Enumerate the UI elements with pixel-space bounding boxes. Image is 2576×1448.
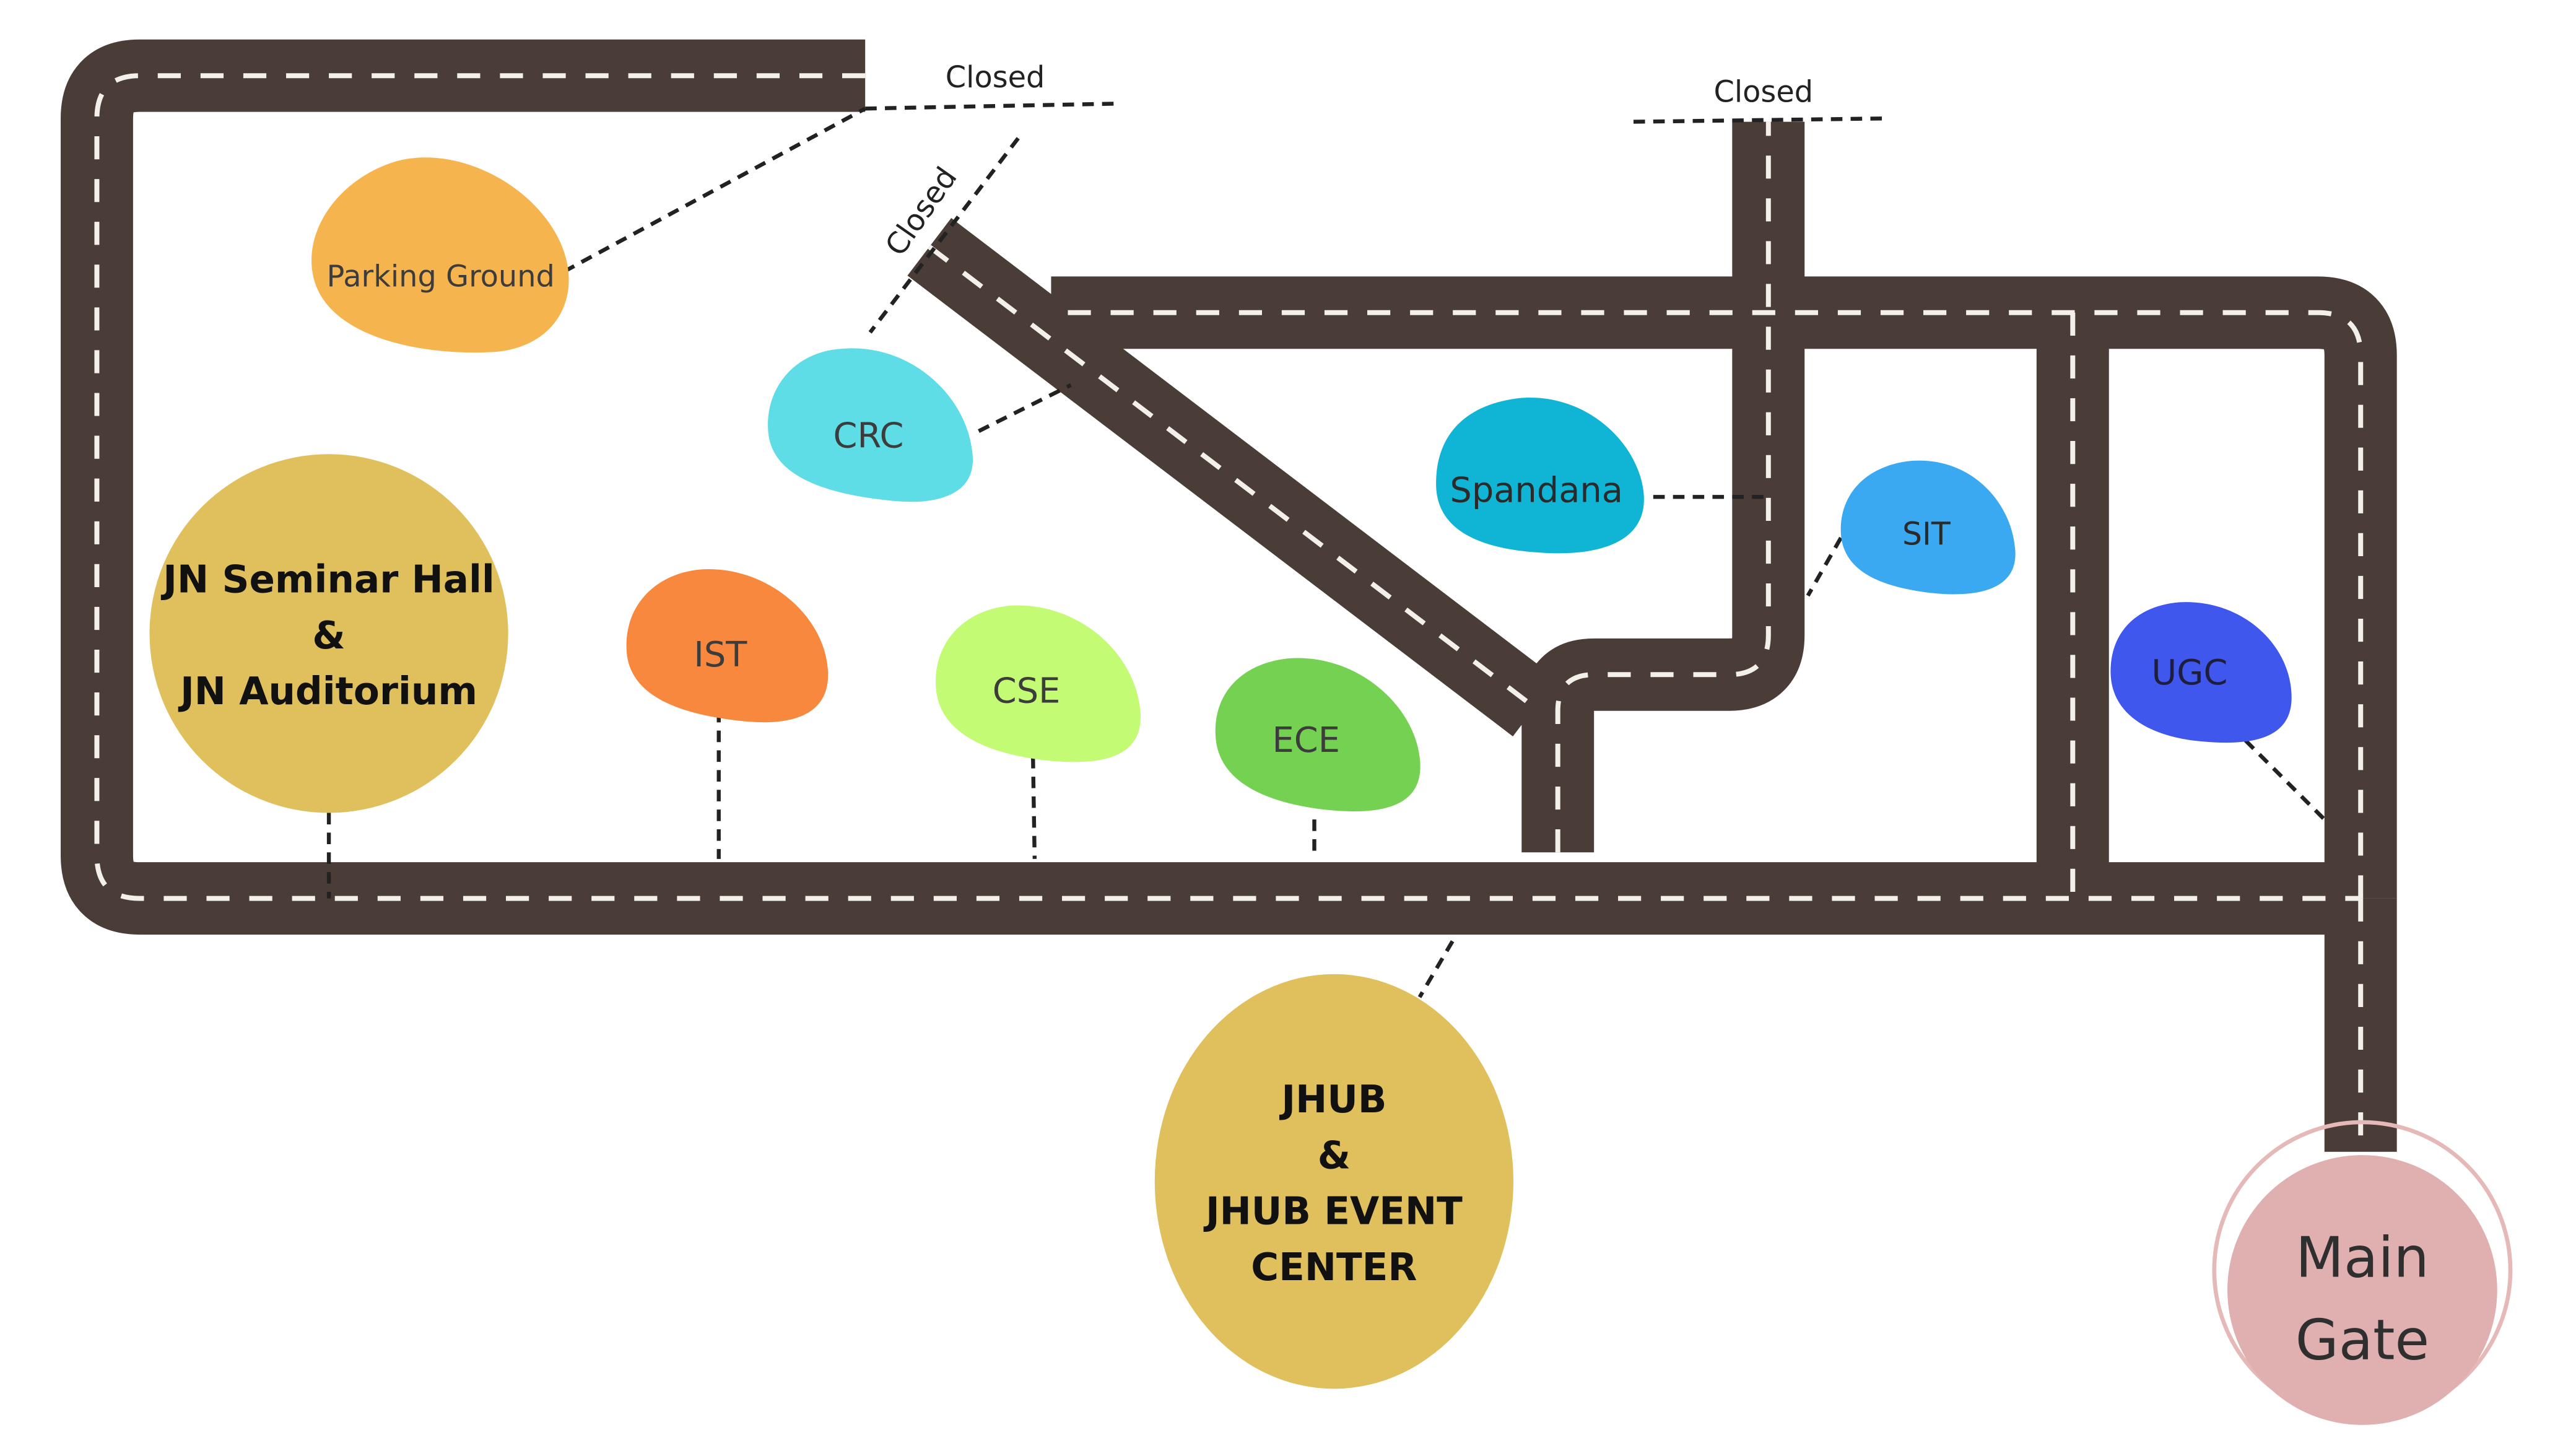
connector-cse bbox=[1031, 757, 1037, 859]
connector-sit bbox=[1806, 502, 1863, 597]
closed-label-right: Closed bbox=[1714, 76, 1814, 110]
spandana-label: Spandana bbox=[1450, 470, 1622, 510]
jn-hall-line3: JN Auditorium bbox=[178, 669, 477, 713]
cse-label: CSE bbox=[993, 671, 1061, 711]
ece-label: ECE bbox=[1272, 720, 1339, 761]
jn-hall-line2: & bbox=[312, 614, 345, 658]
ece-shape bbox=[1215, 658, 1421, 812]
connector-ugc bbox=[2244, 739, 2326, 821]
jhub-line2: & bbox=[1318, 1133, 1351, 1177]
building-crc[interactable]: CRC bbox=[768, 348, 973, 502]
jn-hall-circle bbox=[149, 454, 508, 813]
connector-parking bbox=[563, 107, 866, 274]
connector-jhub bbox=[1417, 940, 1455, 998]
building-ugc[interactable]: UGC bbox=[2110, 602, 2292, 743]
hall-jn-seminar-auditorium[interactable]: JN Seminar Hall & JN Auditorium bbox=[149, 454, 508, 813]
connector-lines bbox=[326, 107, 2326, 998]
closed-markers bbox=[865, 102, 1884, 334]
closed-barrier-diagonal bbox=[868, 137, 1020, 334]
building-sit[interactable]: SIT bbox=[1840, 460, 2016, 595]
closed-barrier-top-left bbox=[865, 102, 1116, 111]
crc-shape bbox=[768, 348, 973, 502]
building-parking-ground[interactable]: Parking Ground bbox=[311, 157, 569, 353]
road-right-loop-dash bbox=[1051, 310, 2364, 899]
ugc-label: UGC bbox=[2151, 653, 2227, 693]
main-gate-line2: Gate bbox=[2295, 1308, 2429, 1373]
jhub-line1: JHUB bbox=[1279, 1078, 1386, 1122]
building-ist[interactable]: IST bbox=[626, 569, 829, 723]
closed-barrier-top-right bbox=[1633, 116, 1884, 124]
road-diagonal bbox=[907, 218, 1557, 736]
main-gate-line1: Main bbox=[2295, 1226, 2429, 1291]
ist-label: IST bbox=[694, 635, 747, 675]
main-gate[interactable]: Main Gate bbox=[2212, 1120, 2513, 1425]
hall-jhub-event-center[interactable]: JHUB & JHUB EVENT CENTER bbox=[1154, 974, 1513, 1389]
ugc-shape bbox=[2110, 602, 2292, 743]
closed-label-top: Closed bbox=[946, 61, 1045, 95]
building-ece[interactable]: ECE bbox=[1215, 658, 1421, 812]
sit-shape bbox=[1840, 460, 2016, 595]
sit-label: SIT bbox=[1902, 515, 1951, 552]
jhub-ellipse bbox=[1154, 974, 1513, 1389]
ist-shape bbox=[626, 569, 829, 723]
road-spandana-bend-dash bbox=[1555, 121, 1771, 853]
jn-hall-line1: JN Seminar Hall bbox=[160, 557, 495, 601]
road-outer-loop-dash bbox=[94, 73, 2361, 901]
parking-ground-label: Parking Ground bbox=[327, 260, 555, 294]
jhub-line3: JHUB EVENT bbox=[1203, 1190, 1463, 1234]
crc-label: CRC bbox=[833, 416, 904, 456]
main-gate-circle bbox=[2227, 1155, 2497, 1425]
jhub-line4: CENTER bbox=[1251, 1245, 1417, 1289]
road-network bbox=[61, 39, 2397, 1152]
building-spandana[interactable]: Spandana bbox=[1436, 397, 1644, 554]
spandana-shape bbox=[1436, 397, 1644, 554]
parking-ground-shape bbox=[311, 157, 569, 353]
building-cse[interactable]: CSE bbox=[936, 605, 1141, 762]
cse-shape bbox=[936, 605, 1141, 762]
connector-crc bbox=[978, 383, 1072, 433]
